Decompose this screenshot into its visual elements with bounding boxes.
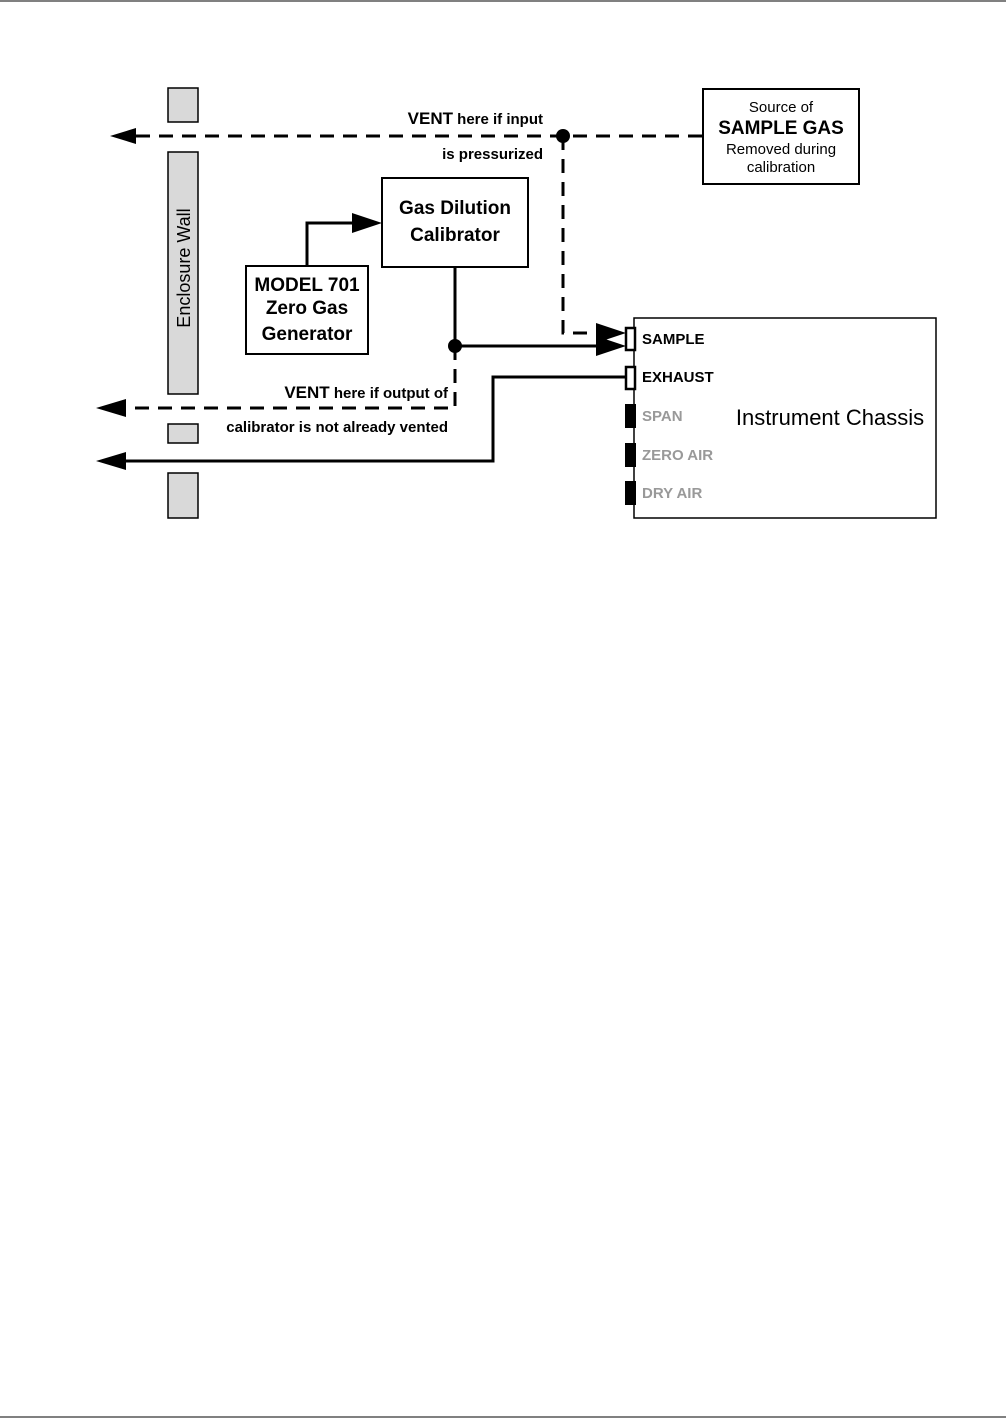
zero-air-port-fitting xyxy=(625,443,636,467)
enclosure-wall-label: Enclosure Wall xyxy=(174,208,194,327)
exhaust-port-fitting xyxy=(624,365,637,391)
calibrator-to-sample-arrowhead xyxy=(596,336,626,356)
port-label-span: SPAN xyxy=(642,408,683,425)
calibrator-vent-dashed-line xyxy=(120,346,457,410)
sample-feed-arrowhead xyxy=(596,323,626,343)
vent-input-line1: VENT here if input xyxy=(408,109,543,128)
enclosure-wall-segment-bottom xyxy=(167,472,199,519)
exhaust-line xyxy=(122,375,626,463)
vent-input-line1-rest: here if input xyxy=(453,111,543,128)
dilution-box-line2: Calibrator xyxy=(410,225,500,246)
sample-gas-source-box xyxy=(702,88,860,185)
exhaust-arrowhead xyxy=(96,452,126,470)
sample-feed-dashed-line xyxy=(561,136,602,335)
dry-air-port-fitting xyxy=(625,481,636,505)
enclosure-wall-segment-middle xyxy=(167,423,199,444)
calibrator-vent-arrowhead xyxy=(96,399,126,417)
instrument-chassis-title: Instrument Chassis xyxy=(736,405,924,430)
vent-output-line1: VENT here if output of xyxy=(284,383,449,402)
zero-gas-box-line1: MODEL 701 xyxy=(254,275,360,296)
zero-gas-feed-arrowhead xyxy=(352,213,382,233)
span-port-fitting xyxy=(625,404,636,428)
zero-gas-generator-box xyxy=(245,265,369,355)
enclosure-wall-segment-main xyxy=(167,151,199,395)
zero-gas-box-line3: Generator xyxy=(262,324,353,345)
vent-output-vent-word: VENT xyxy=(284,383,330,402)
port-label-dry-air: DRY AIR xyxy=(642,485,702,502)
port-label-sample: SAMPLE xyxy=(642,331,705,348)
source-box-line1: Source of xyxy=(749,99,814,116)
zero-gas-box-line2: Zero Gas xyxy=(266,298,348,319)
gas-dilution-calibrator-box xyxy=(381,177,529,268)
port-label-exhaust: EXHAUST xyxy=(642,369,714,386)
enclosure-wall-segment-top xyxy=(167,87,199,123)
vent-output-line2: calibrator is not already vented xyxy=(226,419,448,436)
vent-input-vent-word: VENT xyxy=(408,109,454,128)
zero-gas-feed-line xyxy=(305,221,356,266)
port-label-zero-air: ZERO AIR xyxy=(642,447,713,464)
sample-vent-arrowhead xyxy=(110,128,136,144)
source-box-line4: calibration xyxy=(747,159,815,176)
source-box-line2: SAMPLE GAS xyxy=(718,118,844,139)
sample-port-fitting xyxy=(624,326,637,352)
source-box-line3: Removed during xyxy=(726,141,836,158)
dilution-box-line1: Gas Dilution xyxy=(399,198,511,219)
instrument-chassis-box xyxy=(633,317,937,519)
vent-output-line1-rest: here if output of xyxy=(330,385,449,402)
vent-input-line2: is pressurized xyxy=(442,146,543,163)
